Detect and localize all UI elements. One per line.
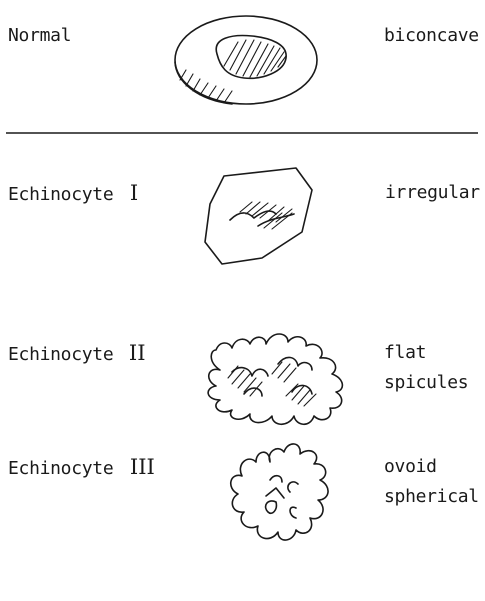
echinocyte-1-drawing <box>205 168 312 264</box>
normal-cell-drawing <box>175 16 317 104</box>
echinocyte-3-drawing <box>231 444 328 540</box>
echinocyte-2-drawing <box>208 334 342 424</box>
